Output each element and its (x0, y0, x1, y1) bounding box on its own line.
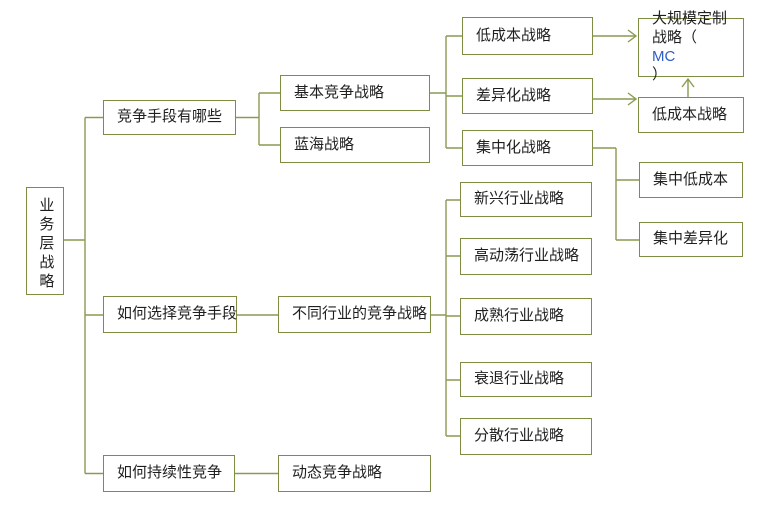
node-dynamic-competition-strategy: 动态竞争战略 (278, 455, 431, 492)
node-choose-competition-means: 如何选择竞争手段 (103, 296, 237, 333)
mc-label-line2: 战略（MC） (652, 28, 698, 84)
mc-label-line1: 大规模定制 (652, 10, 728, 27)
node-root-business-level-strategy: 业务层战略 (26, 187, 64, 295)
node-industry-competitive-strategies: 不同行业的竞争战略 (278, 296, 431, 333)
node-focus-differentiation: 集中差异化 (639, 222, 743, 257)
node-low-cost-strategy: 低成本战略 (462, 17, 593, 55)
mc-code-text: MC (652, 47, 676, 65)
node-mass-customization-mc: 大规模定制 战略（MC） (638, 10, 744, 83)
node-focus-low-cost: 集中低成本 (639, 162, 743, 198)
node-focus-strategy: 集中化战略 (462, 130, 593, 166)
node-declining-industry-strategy: 衰退行业战略 (460, 362, 592, 397)
node-sustainable-competition: 如何持续性竞争 (103, 455, 235, 492)
node-blue-ocean-strategy: 蓝海战略 (280, 127, 430, 163)
node-mature-industry-strategy: 成熟行业战略 (460, 298, 592, 335)
node-differentiation-strategy: 差异化战略 (462, 78, 593, 114)
node-competition-means: 竞争手段有哪些 (103, 100, 236, 135)
node-high-turbulence-industry-strategy: 高动荡行业战略 (460, 238, 592, 275)
node-emerging-industry-strategy: 新兴行业战略 (460, 182, 592, 217)
node-low-cost-strategy-result: 低成本战略 (638, 97, 744, 133)
node-basic-competitive-strategy: 基本竞争战略 (280, 75, 430, 111)
node-fragmented-industry-strategy: 分散行业战略 (460, 418, 592, 455)
